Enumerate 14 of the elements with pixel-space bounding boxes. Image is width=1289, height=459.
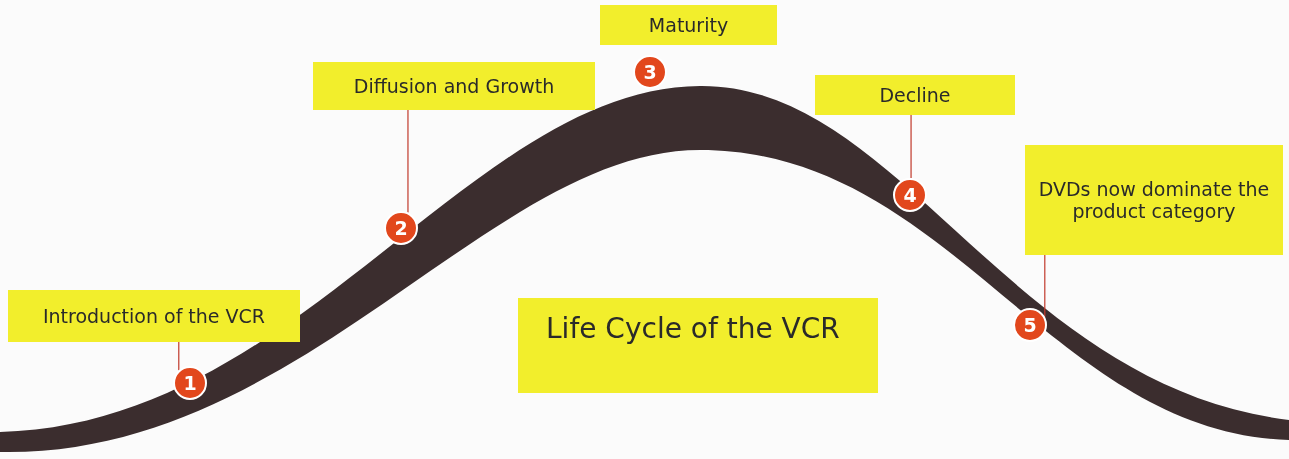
- stage-label: DVDs now dominate the product category: [1025, 145, 1283, 255]
- leader-line: [407, 109, 409, 214]
- leader-line: [910, 114, 912, 179]
- callout-number: 3: [633, 55, 667, 89]
- stage-label: Diffusion and Growth: [313, 62, 595, 110]
- callout-number: 2: [384, 211, 418, 245]
- callout-number: 5: [1013, 308, 1047, 342]
- callout-number: 1: [173, 366, 207, 400]
- leader-line: [178, 341, 180, 371]
- stage-label: Introduction of the VCR: [8, 290, 300, 342]
- title: Life Cycle of the VCR: [546, 312, 840, 345]
- stage-label: Maturity: [600, 5, 777, 45]
- stage-label: Decline: [815, 75, 1015, 115]
- leader-line: [1044, 254, 1046, 318]
